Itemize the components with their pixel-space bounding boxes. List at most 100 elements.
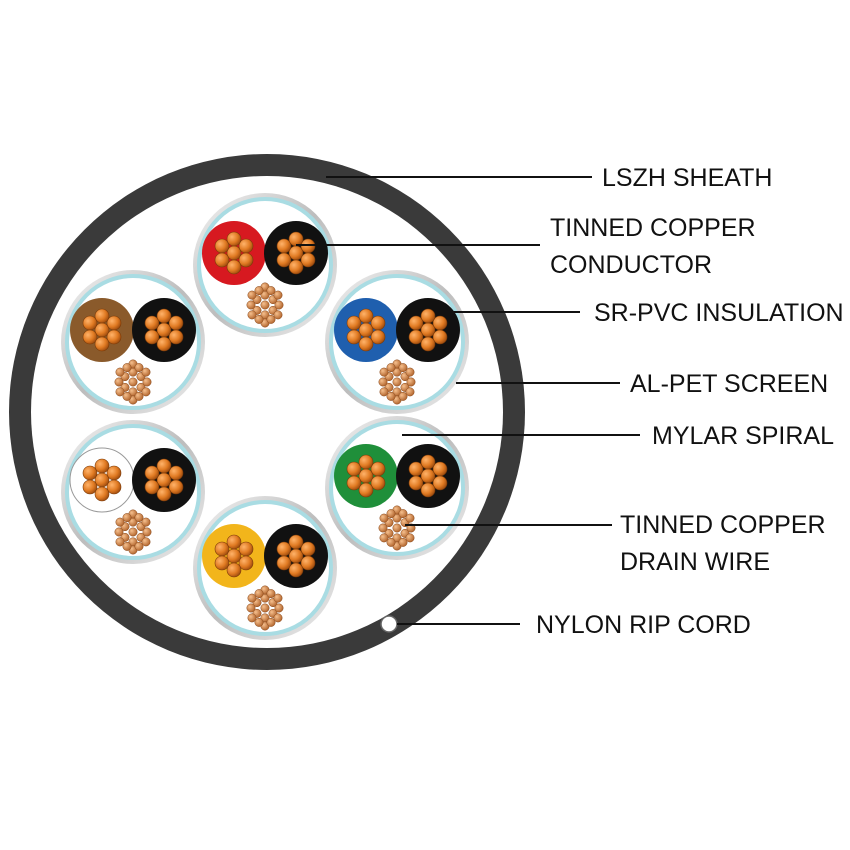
conductor-red-partner-copper-strand	[288, 245, 304, 261]
label-drain-line1: TINNED COPPER	[620, 511, 826, 539]
conductor-red-partner-copper-strand	[300, 252, 316, 268]
conductor-red-copper-strand	[214, 238, 230, 254]
nylon-rip-cord	[380, 615, 398, 633]
drain-wire-strand	[266, 314, 276, 324]
conductor-yellow-partner-copper-strand	[300, 541, 316, 557]
drain-wire-strand	[142, 377, 152, 387]
conductor-green-copper-strand	[358, 454, 374, 470]
conductor-red-partner-copper-strand	[288, 259, 304, 275]
conductor-brown-partner-copper-strand	[168, 329, 184, 345]
drain-wire-strand	[266, 589, 276, 599]
conductor-white-copper-strand	[94, 472, 110, 488]
conductor-white-copper-strand	[82, 479, 98, 495]
conductor-yellow-copper-strand	[214, 555, 230, 571]
drain-wire-strand	[254, 314, 264, 324]
drain-wire-strand	[379, 533, 389, 543]
conductor-white-copper-strand	[94, 486, 110, 502]
conductor-brown-copper-strand	[106, 329, 122, 345]
conductor-red-copper-strand	[238, 252, 254, 268]
conductor-blue-partner-copper-strand	[420, 322, 436, 338]
conductor-brown-copper-strand	[106, 315, 122, 331]
conductor-white-partner-copper-strand	[156, 458, 172, 474]
pair-unit-brown	[61, 270, 205, 414]
conductor-green-partner-copper-strand	[432, 475, 448, 491]
drain-wire-strand	[260, 603, 270, 613]
pair-unit-green	[325, 416, 469, 560]
drain-wire-strand	[142, 527, 152, 537]
conductor-blue-partner-copper-strand	[408, 315, 424, 331]
conductor-yellow-copper-strand	[238, 541, 254, 557]
conductor-brown-copper-strand	[94, 308, 110, 324]
conductor-green-copper-strand	[370, 461, 386, 477]
drain-wire-strand	[386, 537, 396, 547]
conductor-white-copper-strand	[94, 458, 110, 474]
conductor-yellow-partner-copper-strand	[300, 555, 316, 571]
drain-wire-strand	[392, 377, 402, 387]
conductor-blue-partner-copper-strand	[408, 329, 424, 345]
drain-wire-strand	[254, 589, 264, 599]
drain-wire-strand	[141, 517, 151, 527]
conductor-blue-copper-strand	[370, 329, 386, 345]
drain-wire-strand	[114, 527, 124, 537]
conductor-yellow-partner-copper-strand	[276, 541, 292, 557]
conductor-brown-partner-copper-strand	[144, 329, 160, 345]
drain-wire-strand	[115, 367, 125, 377]
label-rip-cord: NYLON RIP CORD	[536, 611, 751, 639]
label-conductor-line2: CONDUCTOR	[550, 251, 712, 279]
conductor-yellow-copper-strand	[226, 534, 242, 550]
conductor-red-copper-strand	[226, 245, 242, 261]
conductor-blue-copper-strand	[358, 308, 374, 324]
conductor-yellow-partner-copper-strand	[276, 555, 292, 571]
conductor-green-copper-strand	[346, 475, 362, 491]
conductor-blue-copper-strand	[346, 315, 362, 331]
conductor-brown-copper-strand	[82, 329, 98, 345]
conductor-yellow-partner-copper-strand	[288, 562, 304, 578]
conductor-green-partner-copper-strand	[420, 482, 436, 498]
drain-wire-strand	[379, 387, 389, 397]
drain-wire-strand	[379, 367, 389, 377]
conductor-white-copper-strand	[106, 479, 122, 495]
drain-wire-strand	[273, 310, 283, 320]
drain-wire-strand	[273, 290, 283, 300]
drain-wire-strand	[122, 541, 132, 551]
drain-wire-strand	[274, 300, 284, 310]
drain-wire-strand	[266, 617, 276, 627]
drain-wire-strand	[122, 363, 132, 373]
conductor-brown-copper-strand	[82, 315, 98, 331]
conductor-blue-partner-copper-strand	[432, 315, 448, 331]
conductor-white-partner-copper-strand	[156, 486, 172, 502]
drain-wire-strand	[386, 363, 396, 373]
drain-wire-strand	[274, 603, 284, 613]
drain-wire-strand	[134, 541, 144, 551]
drain-wire-strand	[386, 391, 396, 401]
drain-wire-strand	[405, 533, 415, 543]
conductor-green-partner-copper-strand	[408, 475, 424, 491]
pair-unit-white	[61, 420, 205, 564]
label-sheath: LSZH SHEATH	[602, 164, 772, 192]
conductor-yellow-partner-copper-strand	[288, 534, 304, 550]
conductor-red-copper-strand	[214, 252, 230, 268]
conductor-blue-partner-copper-strand	[420, 308, 436, 324]
pair-units	[61, 193, 469, 640]
drain-wire-strand	[378, 523, 388, 533]
conductor-brown-partner-copper-strand	[144, 315, 160, 331]
conductor-brown-partner-copper-strand	[156, 308, 172, 324]
drain-wire-strand	[122, 513, 132, 523]
conductor-green-copper-strand	[346, 461, 362, 477]
conductor-red-copper-strand	[226, 259, 242, 275]
pair-unit-blue	[325, 270, 469, 414]
conductor-green-copper-strand	[358, 482, 374, 498]
drain-wire-strand	[141, 387, 151, 397]
drain-wire-strand	[247, 593, 257, 603]
conductor-red-partner-copper-strand	[288, 231, 304, 247]
conductor-green-copper-strand	[358, 468, 374, 484]
drain-wire-strand	[379, 513, 389, 523]
drain-wire-strand	[378, 377, 388, 387]
drain-wire-strand	[254, 617, 264, 627]
conductor-blue-copper-strand	[358, 336, 374, 352]
conductor-yellow-partner-copper-strand	[288, 548, 304, 564]
drain-wire-strand	[405, 367, 415, 377]
conductor-brown-copper-strand	[94, 322, 110, 338]
drain-wire-strand	[115, 537, 125, 547]
drain-wire-strand	[128, 527, 138, 537]
